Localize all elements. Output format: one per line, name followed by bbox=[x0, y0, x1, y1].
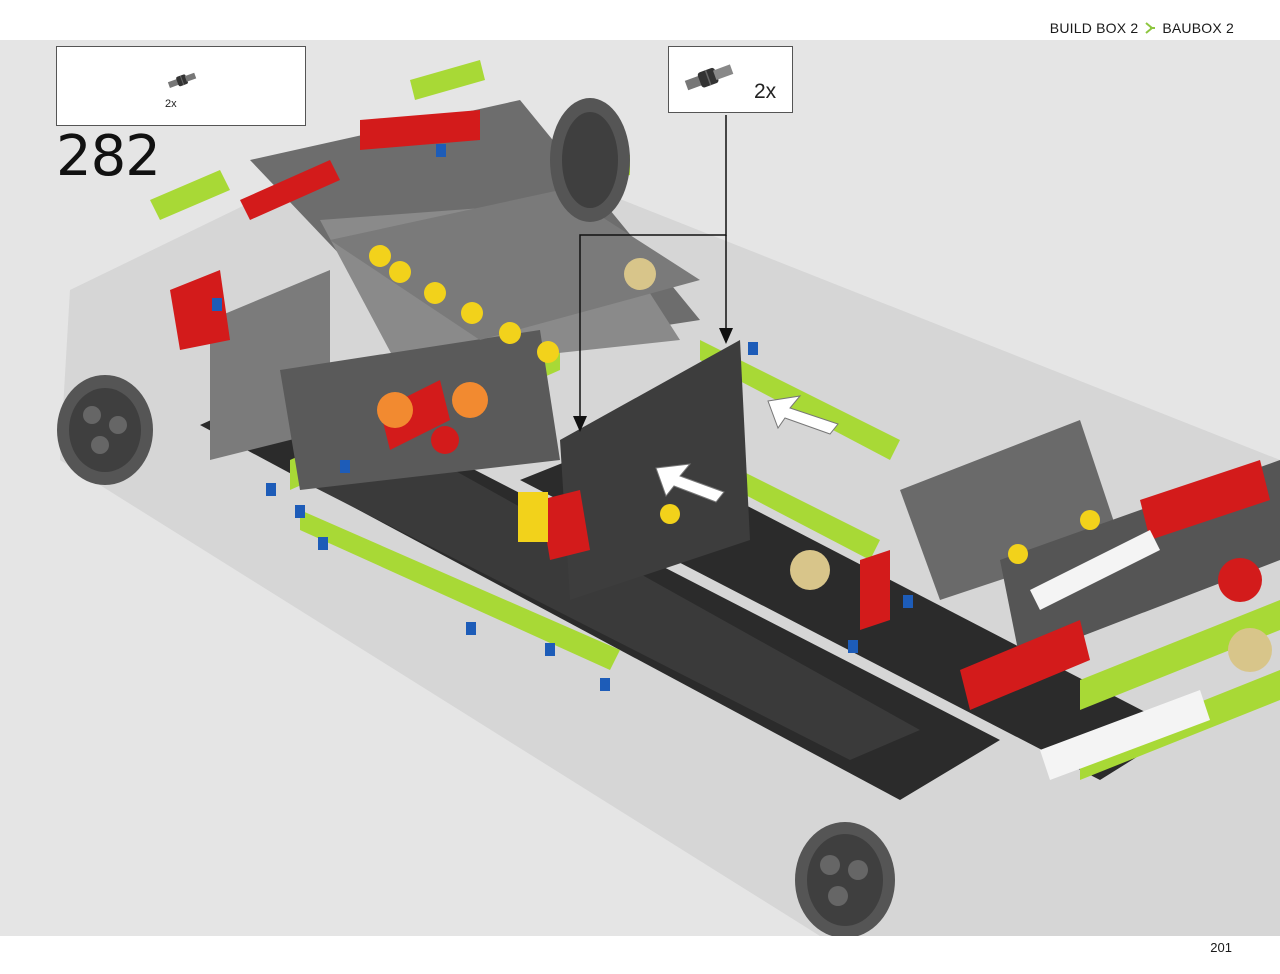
part-quantity: 2x bbox=[754, 80, 777, 103]
breadcrumb-build-box: BUILD BOX 2 bbox=[1049, 20, 1139, 36]
step-number: 282 bbox=[56, 124, 161, 189]
page-footer: 201 bbox=[0, 936, 1280, 974]
page-header: BUILD BOX 2 BAUBOX 2 bbox=[0, 0, 1280, 40]
breadcrumb: BUILD BOX 2 BAUBOX 2 bbox=[1050, 20, 1234, 36]
breadcrumb-baubox: BAUBOX 2 bbox=[1162, 20, 1234, 36]
parts-callout-left: 2x bbox=[56, 46, 306, 126]
instruction-stage: 2x 282 2x bbox=[0, 40, 1280, 936]
page-number: 201 bbox=[1210, 940, 1232, 955]
technic-chassis-model-icon bbox=[57, 60, 1280, 936]
axle-connector-icon bbox=[167, 72, 197, 88]
axle-connector-icon bbox=[684, 64, 734, 91]
parts-callout-right: 2x bbox=[668, 46, 793, 113]
arrow-separator-icon bbox=[1145, 22, 1156, 34]
part-quantity: 2x bbox=[165, 98, 177, 110]
